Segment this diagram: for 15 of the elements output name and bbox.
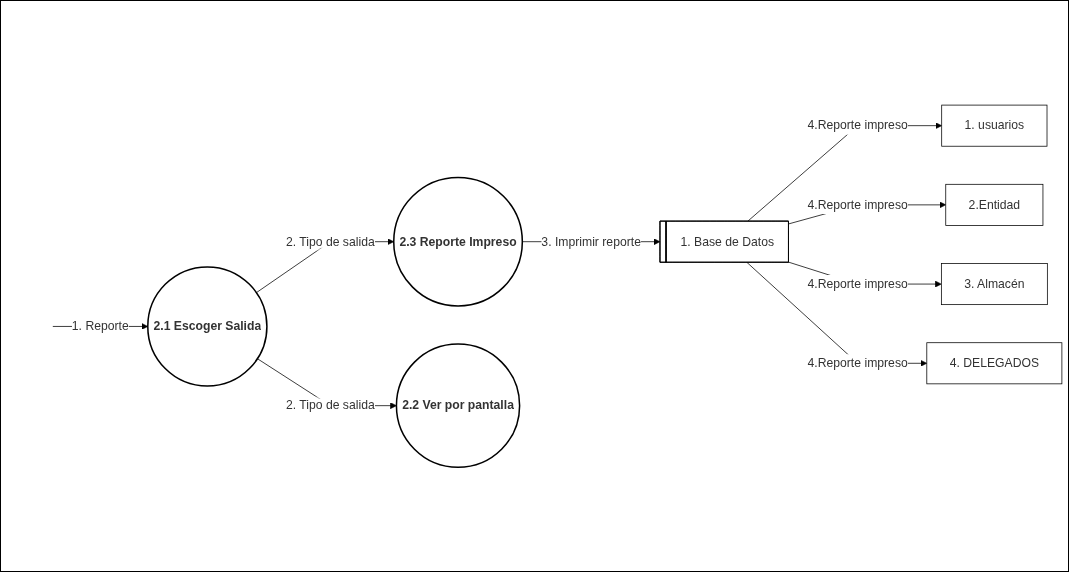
node-box: 4. DELEGADOS xyxy=(926,342,1063,385)
edge-label: 4.Reporte impreso xyxy=(807,118,908,132)
edge-label: 2. Tipo de salida xyxy=(285,398,375,412)
node-box: 1. usuarios xyxy=(941,104,1048,147)
edge-label: 4.Reporte impreso xyxy=(807,277,908,290)
edge-label: 3. Imprimir reporte xyxy=(541,234,641,248)
node-box: 3. Almacén xyxy=(941,262,1048,305)
node-box: 2.Entidad xyxy=(945,183,1044,226)
edge-label: 1. Reporte xyxy=(71,319,129,333)
node-circle: 2.2 Ver por pantalla xyxy=(395,343,521,468)
edge-label: 2. Tipo de salida xyxy=(285,234,375,248)
edge-label: 4.Reporte impreso xyxy=(807,197,908,211)
node-circle: 2.1 Escoger Salida xyxy=(147,265,268,387)
edge-label: 4.Reporte impreso xyxy=(807,356,908,370)
node-circle: 2.3 Reporte Impreso xyxy=(393,176,524,307)
